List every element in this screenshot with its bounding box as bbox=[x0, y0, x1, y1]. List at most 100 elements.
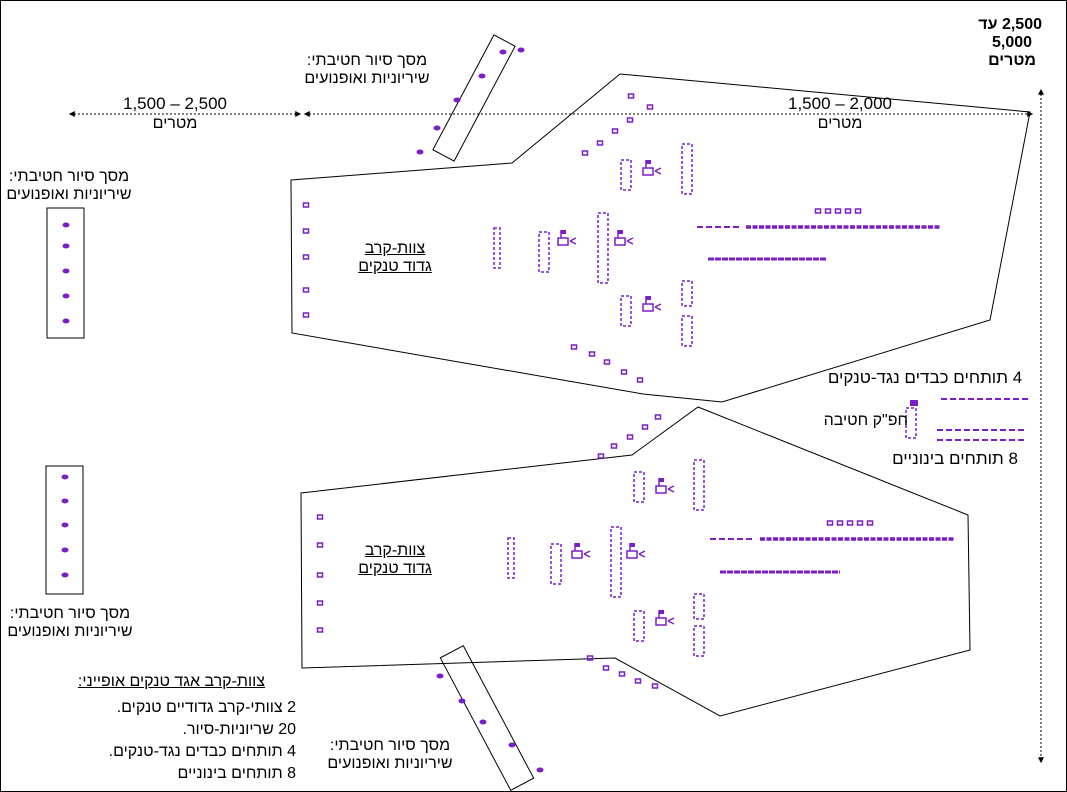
legend-title: צוות-קרב אגד טנקים אופייני: bbox=[77, 673, 265, 690]
top-group-line2: גדוד טנקים bbox=[358, 258, 432, 275]
hq-arrow bbox=[667, 485, 675, 493]
recon-screen-bottom-diagonal bbox=[439, 644, 535, 792]
recon-bottom-line2: שיריוניות ואופנועים bbox=[327, 755, 453, 772]
company-stack bbox=[693, 459, 705, 511]
hq-flag bbox=[659, 478, 664, 482]
recon-vehicle-dot bbox=[416, 149, 424, 155]
top-battle-group-label: צוות-קרב גדוד טנקים bbox=[345, 240, 445, 276]
company-stack bbox=[693, 625, 705, 657]
hq-box bbox=[614, 237, 626, 246]
recon-bottom-line1: מסך סיור חטיבתי: bbox=[329, 737, 451, 754]
recon-top-line1: מסך סיור חטיבתי: bbox=[306, 52, 428, 69]
recon-screen-left-bottom-box bbox=[45, 465, 84, 595]
range-label-line3: מטרים bbox=[988, 52, 1036, 69]
recon-vehicle-dot bbox=[61, 522, 69, 528]
hq-arrow bbox=[638, 550, 646, 558]
brigade-hq-label: חפ"ק חטיבה bbox=[823, 412, 908, 429]
bottom-group-line1: צוות-קרב bbox=[364, 542, 426, 559]
distance-label-right: 2,000 – 1,500 מטרים bbox=[760, 94, 920, 133]
hq-arrow bbox=[654, 167, 662, 175]
bottom-battalion-outline bbox=[300, 406, 971, 717]
range-label-line2: 5,000 bbox=[991, 34, 1033, 51]
vehicle-square bbox=[854, 208, 862, 214]
vehicle-square bbox=[302, 287, 310, 293]
vehicle-square bbox=[302, 254, 310, 260]
bottom-group-line2: גדוד טנקים bbox=[358, 560, 432, 577]
vehicle-square bbox=[627, 93, 635, 99]
company-stack bbox=[597, 212, 609, 284]
hq-box bbox=[642, 167, 654, 176]
company-stack bbox=[905, 407, 917, 439]
recon-vehicle-dot bbox=[62, 293, 70, 299]
recon-screen-left-top-box bbox=[46, 207, 85, 339]
recon-vehicle-dot bbox=[458, 698, 466, 704]
recon-vehicle-dot bbox=[453, 97, 461, 103]
vehicle-square bbox=[620, 369, 628, 375]
recon-vehicle-dot bbox=[62, 222, 70, 228]
company-stack bbox=[507, 537, 515, 579]
recon-vehicle-dot bbox=[61, 498, 69, 504]
recon-vehicle-dot bbox=[61, 572, 69, 578]
hq-arrow bbox=[569, 237, 577, 245]
recon-left-bottom-line1: מסך סיור חטיבתי: bbox=[9, 605, 131, 622]
recon-vehicle-dot bbox=[62, 243, 70, 249]
vehicle-square bbox=[302, 202, 310, 208]
recon-vehicle-dot bbox=[508, 742, 516, 748]
legend-item: 8 תותחים בינוניים bbox=[177, 765, 296, 782]
hq-box bbox=[557, 237, 569, 246]
vehicle-square bbox=[641, 424, 649, 430]
company-stack bbox=[681, 143, 693, 195]
distance-right-unit: מטרים bbox=[817, 115, 863, 132]
vehicle-square bbox=[654, 414, 662, 420]
hq-arrow bbox=[583, 550, 591, 558]
company-stack bbox=[550, 543, 562, 585]
vehicle-square bbox=[610, 443, 618, 449]
vehicle-square bbox=[636, 377, 644, 383]
company-stack bbox=[633, 610, 645, 642]
recon-vehicle-dot bbox=[436, 673, 444, 679]
hq-flag bbox=[618, 230, 623, 234]
vehicle-square bbox=[602, 665, 610, 671]
vehicle-square bbox=[596, 140, 604, 146]
recon-top-line2: שיריוניות ואופנועים bbox=[304, 70, 430, 87]
hq-box bbox=[655, 485, 667, 494]
vehicle-square bbox=[634, 678, 642, 684]
company-stack bbox=[681, 280, 693, 307]
vehicle-square bbox=[844, 208, 852, 214]
company-stack bbox=[681, 315, 693, 347]
unit-symbols bbox=[61, 47, 1030, 773]
distance-right-value: 2,000 – 1,500 bbox=[788, 94, 892, 113]
hq-box bbox=[642, 303, 654, 312]
vehicle-square bbox=[618, 671, 626, 677]
vehicle-square bbox=[588, 351, 596, 357]
recon-vehicle-dot bbox=[61, 474, 69, 480]
company-stack bbox=[610, 526, 622, 598]
legend-items: 2 צוותי-קרב גדודיים טנקים. 20 שריוניות-ס… bbox=[109, 697, 296, 785]
vehicle-square bbox=[597, 453, 605, 459]
recon-label-top-diagonal: מסך סיור חטיבתי: שיריוניות ואופנועים bbox=[302, 52, 432, 88]
recon-vehicle-dot bbox=[62, 268, 70, 274]
company-stack bbox=[620, 295, 632, 327]
company-stack bbox=[633, 471, 645, 503]
vehicle-square bbox=[834, 208, 842, 214]
top-group-line1: צוות-קרב bbox=[364, 240, 426, 257]
company-stack bbox=[538, 231, 550, 273]
distance-left-value: 2,500 – 1,500 bbox=[123, 94, 227, 113]
vehicle-square bbox=[586, 655, 594, 661]
bottom-battle-group-label: צוות-קרב גדוד טנקים bbox=[345, 542, 445, 578]
recon-left-top-line2: שיריוניות ואופנועים bbox=[6, 186, 132, 203]
medium-guns-label: 8 תותחים בינוניים bbox=[892, 449, 1018, 468]
hq-arrow bbox=[654, 303, 662, 311]
vehicle-square bbox=[570, 344, 578, 350]
hq-flag bbox=[646, 160, 651, 164]
recon-vehicle-dot bbox=[61, 547, 69, 553]
recon-label-bottom-diagonal: מסך סיור חטיבתי: שיריוניות ואופנועים bbox=[325, 737, 455, 773]
vehicle-square bbox=[316, 600, 324, 606]
vehicle-square bbox=[836, 520, 844, 526]
heavy-at-guns-label: 4 תותחים כבדים נגד-טנקים bbox=[827, 368, 1023, 387]
vehicle-square bbox=[846, 520, 854, 526]
company-stack bbox=[620, 159, 632, 191]
hq-flag bbox=[659, 610, 664, 614]
recon-label-left-top: מסך סיור חטיבתי: שיריוניות ואופנועים bbox=[4, 168, 134, 204]
vehicle-square bbox=[646, 104, 654, 110]
